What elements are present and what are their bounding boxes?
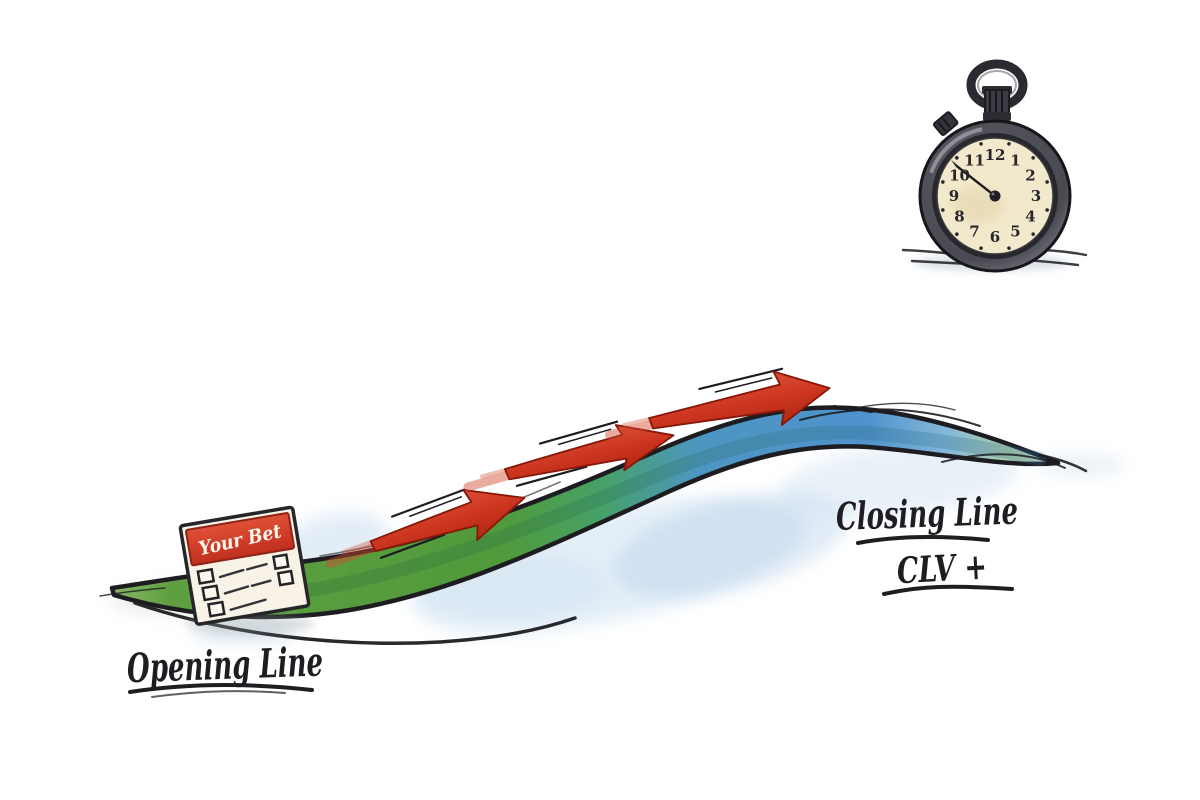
closing-line-label: Closing Line (835, 488, 1018, 539)
trend-arrow-icon-3 (605, 367, 831, 440)
rim-highlight (925, 126, 1065, 266)
clock-numeral: 8 (954, 208, 964, 226)
clock-numeral: 6 (990, 228, 1000, 246)
checkbox-icon (272, 553, 290, 571)
checkbox-icon (196, 567, 216, 585)
bet-slip-lines (218, 562, 272, 611)
trend-arrow-icon-2 (463, 420, 675, 492)
underline-stroke-opening-2 (151, 690, 286, 698)
stopwatch-tick-dots (941, 142, 1049, 250)
stopwatch-icon: 12 1 2 3 4 5 6 7 8 9 10 11 (901, 59, 1088, 273)
speed-line (833, 405, 873, 413)
bet-slip-checkboxes (196, 553, 295, 618)
bet-slip-header (185, 512, 296, 567)
underline-stroke-clv (882, 584, 1014, 596)
trend-arrow-icon-1 (325, 488, 526, 568)
clv-label: CLV + (896, 546, 988, 593)
stopwatch-numerals: 12 1 2 3 4 5 6 7 8 9 10 11 (949, 146, 1041, 246)
clock-numeral: 12 (985, 146, 1006, 164)
stopwatch-hand (951, 160, 1001, 202)
clock-numeral: 7 (969, 223, 979, 241)
opening-line-group: Opening Line (126, 638, 324, 698)
clock-numeral: 5 (1010, 223, 1020, 241)
underline-stroke-closing (856, 534, 990, 545)
clock-numeral: 11 (964, 152, 985, 170)
stopwatch-side-button (933, 111, 959, 136)
checkbox-icon (201, 584, 220, 602)
clock-numeral: 1 (1010, 152, 1020, 170)
clock-numeral: 2 (1025, 167, 1035, 185)
clock-numeral: 3 (1031, 187, 1041, 205)
bet-slip: Your Bet (178, 505, 315, 634)
checkbox-icon (276, 569, 295, 587)
underline-stroke-opening (128, 683, 314, 694)
stopwatch-crown (982, 86, 1012, 121)
clock-numeral: 9 (949, 187, 959, 205)
clock-numeral: 4 (1025, 208, 1035, 226)
closing-line-group: Closing Line CLV + (835, 488, 1019, 596)
checkbox-icon (207, 600, 226, 618)
